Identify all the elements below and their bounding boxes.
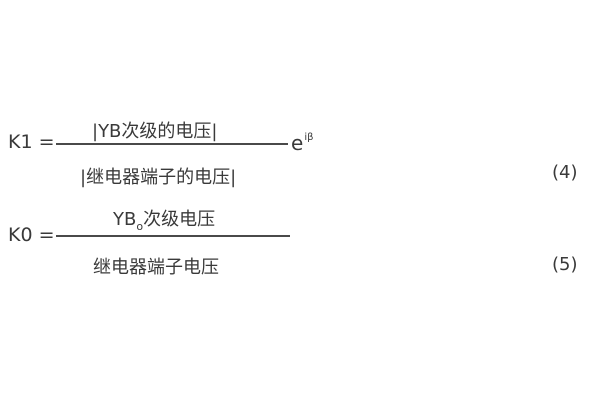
- fraction-numerator: YBo次级电压: [113, 205, 216, 233]
- fraction-denominator: |继电器端子的电压|: [80, 167, 237, 188]
- fraction-bar: [56, 235, 290, 237]
- equation-lhs: K1 =: [8, 131, 55, 153]
- exponential-factor: eiβ: [291, 131, 313, 155]
- numerator-suffix: 次级电压: [143, 209, 216, 230]
- fraction-denominator: 继电器端子电压: [93, 257, 219, 278]
- numerator-prefix: YB: [113, 209, 137, 230]
- equation-lhs: K0 =: [8, 224, 55, 246]
- exponential-exponent: iβ: [304, 132, 314, 143]
- fraction-numerator: |YB次级的电压|: [92, 121, 218, 142]
- fraction-bar: [56, 143, 288, 145]
- numerator-subscript: o: [136, 220, 144, 233]
- equation-number: (4): [552, 162, 578, 183]
- equation-number: (5): [552, 254, 578, 275]
- exponential-base: e: [291, 131, 304, 155]
